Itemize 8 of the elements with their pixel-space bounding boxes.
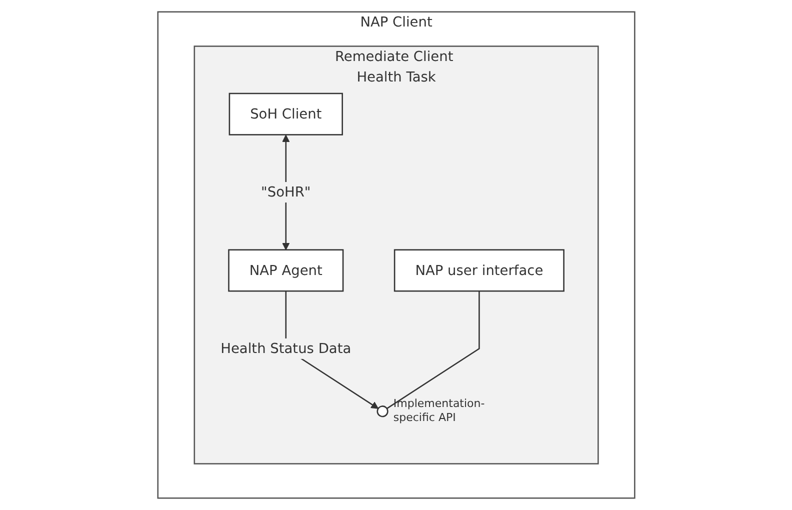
- node-circle: [376, 406, 388, 418]
- api-label: Implementation-specific API: [393, 397, 486, 424]
- node-box: SoH Client: [228, 92, 343, 136]
- connector: [386, 291, 480, 410]
- edge-label: Health Status Data: [220, 340, 351, 356]
- node-box: NAP Agent: [228, 249, 344, 292]
- edge-label: "SoHR": [260, 184, 310, 200]
- node-box: NAP user interface: [394, 249, 564, 292]
